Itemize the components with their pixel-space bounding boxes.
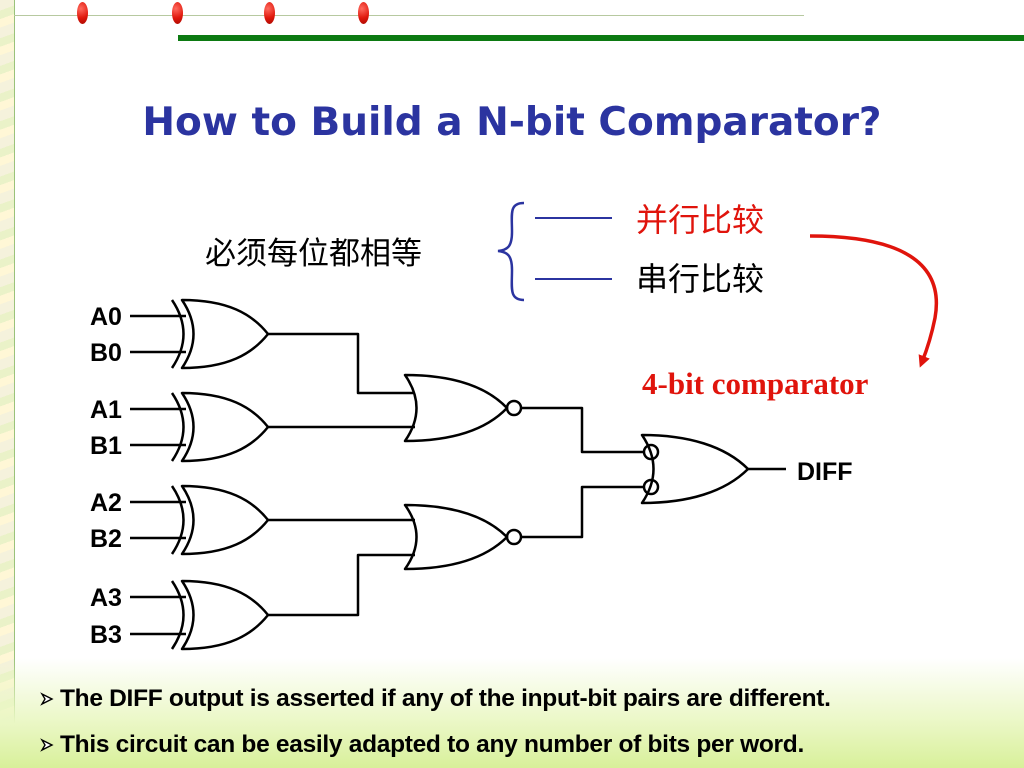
- option-serial-label: 串行比较: [636, 260, 764, 298]
- curly-brace: [497, 201, 525, 302]
- bullet-item: The DIFF output is asserted if any of th…: [36, 676, 996, 722]
- decorative-red-dot: [77, 2, 88, 24]
- xor-gate-3: [130, 579, 270, 651]
- input-label-a0: A0: [90, 303, 122, 331]
- bullet-list: The DIFF output is asserted if any of th…: [36, 676, 996, 768]
- top-thin-rule: [14, 15, 804, 16]
- input-label-b0: B0: [90, 339, 122, 367]
- option-parallel-label: 并行比较: [636, 201, 764, 239]
- wire-nor-to-or: [521, 406, 643, 539]
- input-label-b2: B2: [90, 525, 122, 553]
- left-strip-border: [14, 0, 15, 768]
- xor-gate-0: [130, 298, 270, 370]
- input-label-a3: A3: [90, 584, 122, 612]
- input-label-b3: B3: [90, 621, 122, 649]
- nor-gate-b: [403, 503, 523, 571]
- wire-xor-to-nor-b: [268, 518, 415, 617]
- callout-arrow: [809, 234, 939, 368]
- decorative-red-dot: [172, 2, 183, 24]
- input-label-a1: A1: [90, 396, 122, 424]
- top-green-bar: [178, 35, 1024, 41]
- xor-gate-2: [130, 484, 270, 556]
- xor-gate-1: [130, 391, 270, 463]
- or-gate-inverted-inputs: [640, 433, 786, 505]
- arrow-bullet-icon: [36, 734, 58, 756]
- bullet-text: The DIFF output is asserted if any of th…: [60, 685, 831, 712]
- callout-label: 4-bit comparator: [642, 366, 869, 401]
- output-label-diff: DIFF: [797, 458, 853, 486]
- decorative-red-dot: [358, 2, 369, 24]
- input-label-b1: B1: [90, 432, 122, 460]
- requirement-label: 必须每位都相等: [205, 236, 422, 272]
- decorative-red-dot: [264, 2, 275, 24]
- wire-xor-to-nor-a: [268, 332, 415, 429]
- arrow-bullet-icon: [36, 688, 58, 710]
- input-label-a2: A2: [90, 489, 122, 517]
- decorative-left-strip: [0, 0, 14, 768]
- nor-gate-a: [403, 373, 523, 443]
- slide-title: How to Build a N-bit Comparator?: [142, 100, 882, 145]
- bullet-item: This circuit can be easily adapted to an…: [36, 722, 996, 768]
- bullet-text: This circuit can be easily adapted to an…: [60, 731, 804, 758]
- bottom-gradient: [0, 658, 1024, 768]
